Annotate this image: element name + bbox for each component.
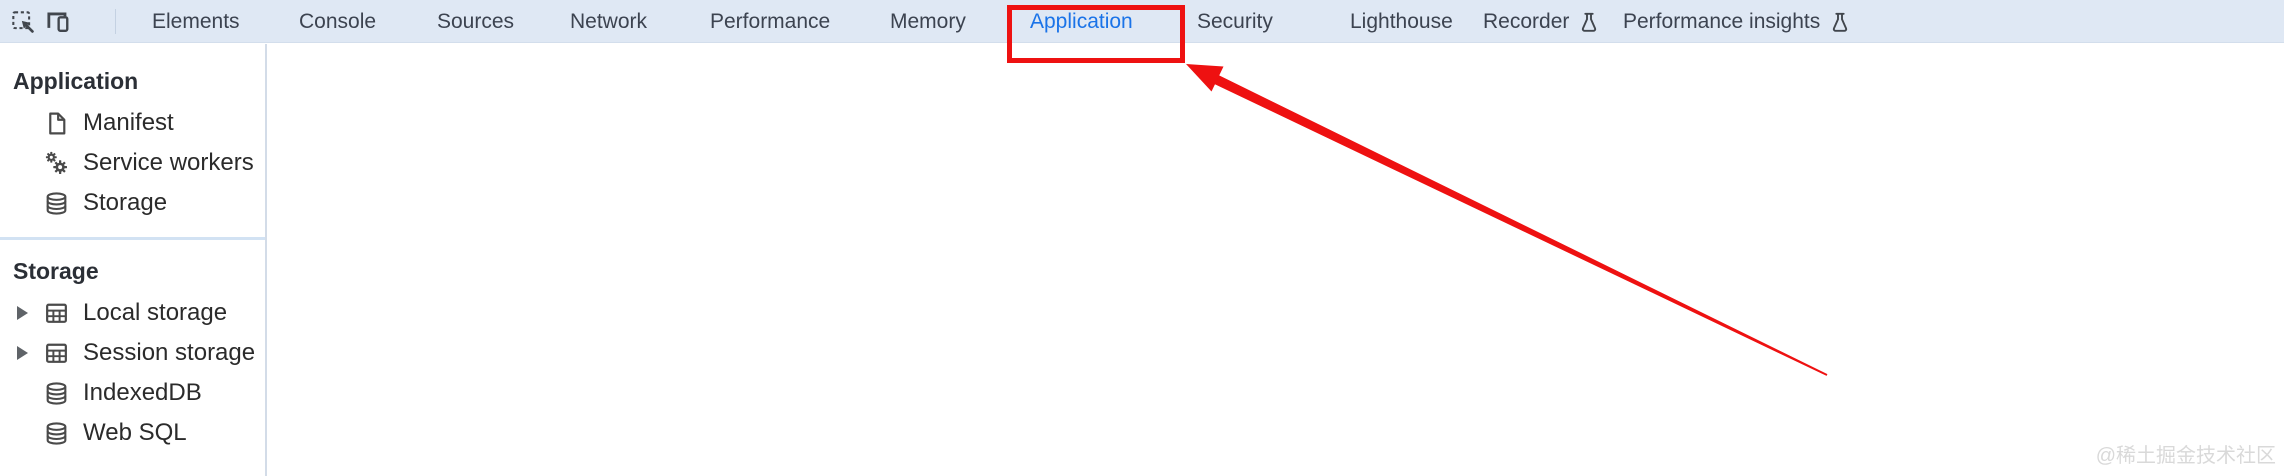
tab-lighthouse[interactable]: Lighthouse [1350,9,1453,33]
sidebar-item-storage[interactable]: Storage [0,183,265,223]
sidebar-item-local-storage[interactable]: Local storage [0,293,265,333]
sidebar-item-session-storage[interactable]: Session storage [0,333,265,373]
tab-memory[interactable]: Memory [890,9,966,33]
tab-console[interactable]: Console [299,9,377,33]
gears-icon [45,151,67,174]
tab-elements[interactable]: Elements [152,9,240,33]
tab-recorder[interactable]: Recorder [1483,0,1600,43]
sidebar-item-service-workers[interactable]: Service workers [0,143,265,183]
expand-caret-icon[interactable] [17,346,28,360]
tab-security[interactable]: Security [1197,9,1273,33]
database-icon [46,421,67,445]
sidebar-item-indexeddb[interactable]: IndexedDB [0,373,265,413]
toolbar-separator [115,9,116,34]
tab-performance-insights[interactable]: Performance insights [1623,0,1851,43]
sidebar-section-divider [0,237,265,240]
tab-sources[interactable]: Sources [437,9,515,33]
inspect-cursor-icon [11,10,34,33]
sidebar-section-title-storage: Storage [13,258,99,284]
sidebar-item-web-sql[interactable]: Web SQL [0,413,265,453]
main-panel [269,44,2284,476]
sidebar-item-manifest[interactable]: Manifest [0,103,265,143]
sidebar-section-title-application: Application [13,68,139,94]
watermark-text: @稀土掘金技术社区 [2095,445,2276,467]
devtools-toolbar: Elements Console Sources Network Perform… [0,0,2284,43]
inspect-element-button[interactable] [9,8,37,36]
table-icon [46,303,67,323]
tab-network[interactable]: Network [570,9,648,33]
experiment-flask-icon [1582,12,1597,32]
experiment-flask-icon [1833,12,1848,32]
toggle-device-toolbar-button[interactable] [44,8,72,36]
tab-application[interactable]: Application [1030,9,1133,33]
expand-caret-icon[interactable] [17,306,28,320]
device-toolbar-icon [47,12,69,33]
database-icon [46,191,67,215]
database-icon [46,381,67,405]
application-panel-sidebar: Application Manifest [0,44,267,476]
table-icon [46,343,67,363]
file-icon [49,112,66,134]
tab-performance[interactable]: Performance [710,9,831,33]
